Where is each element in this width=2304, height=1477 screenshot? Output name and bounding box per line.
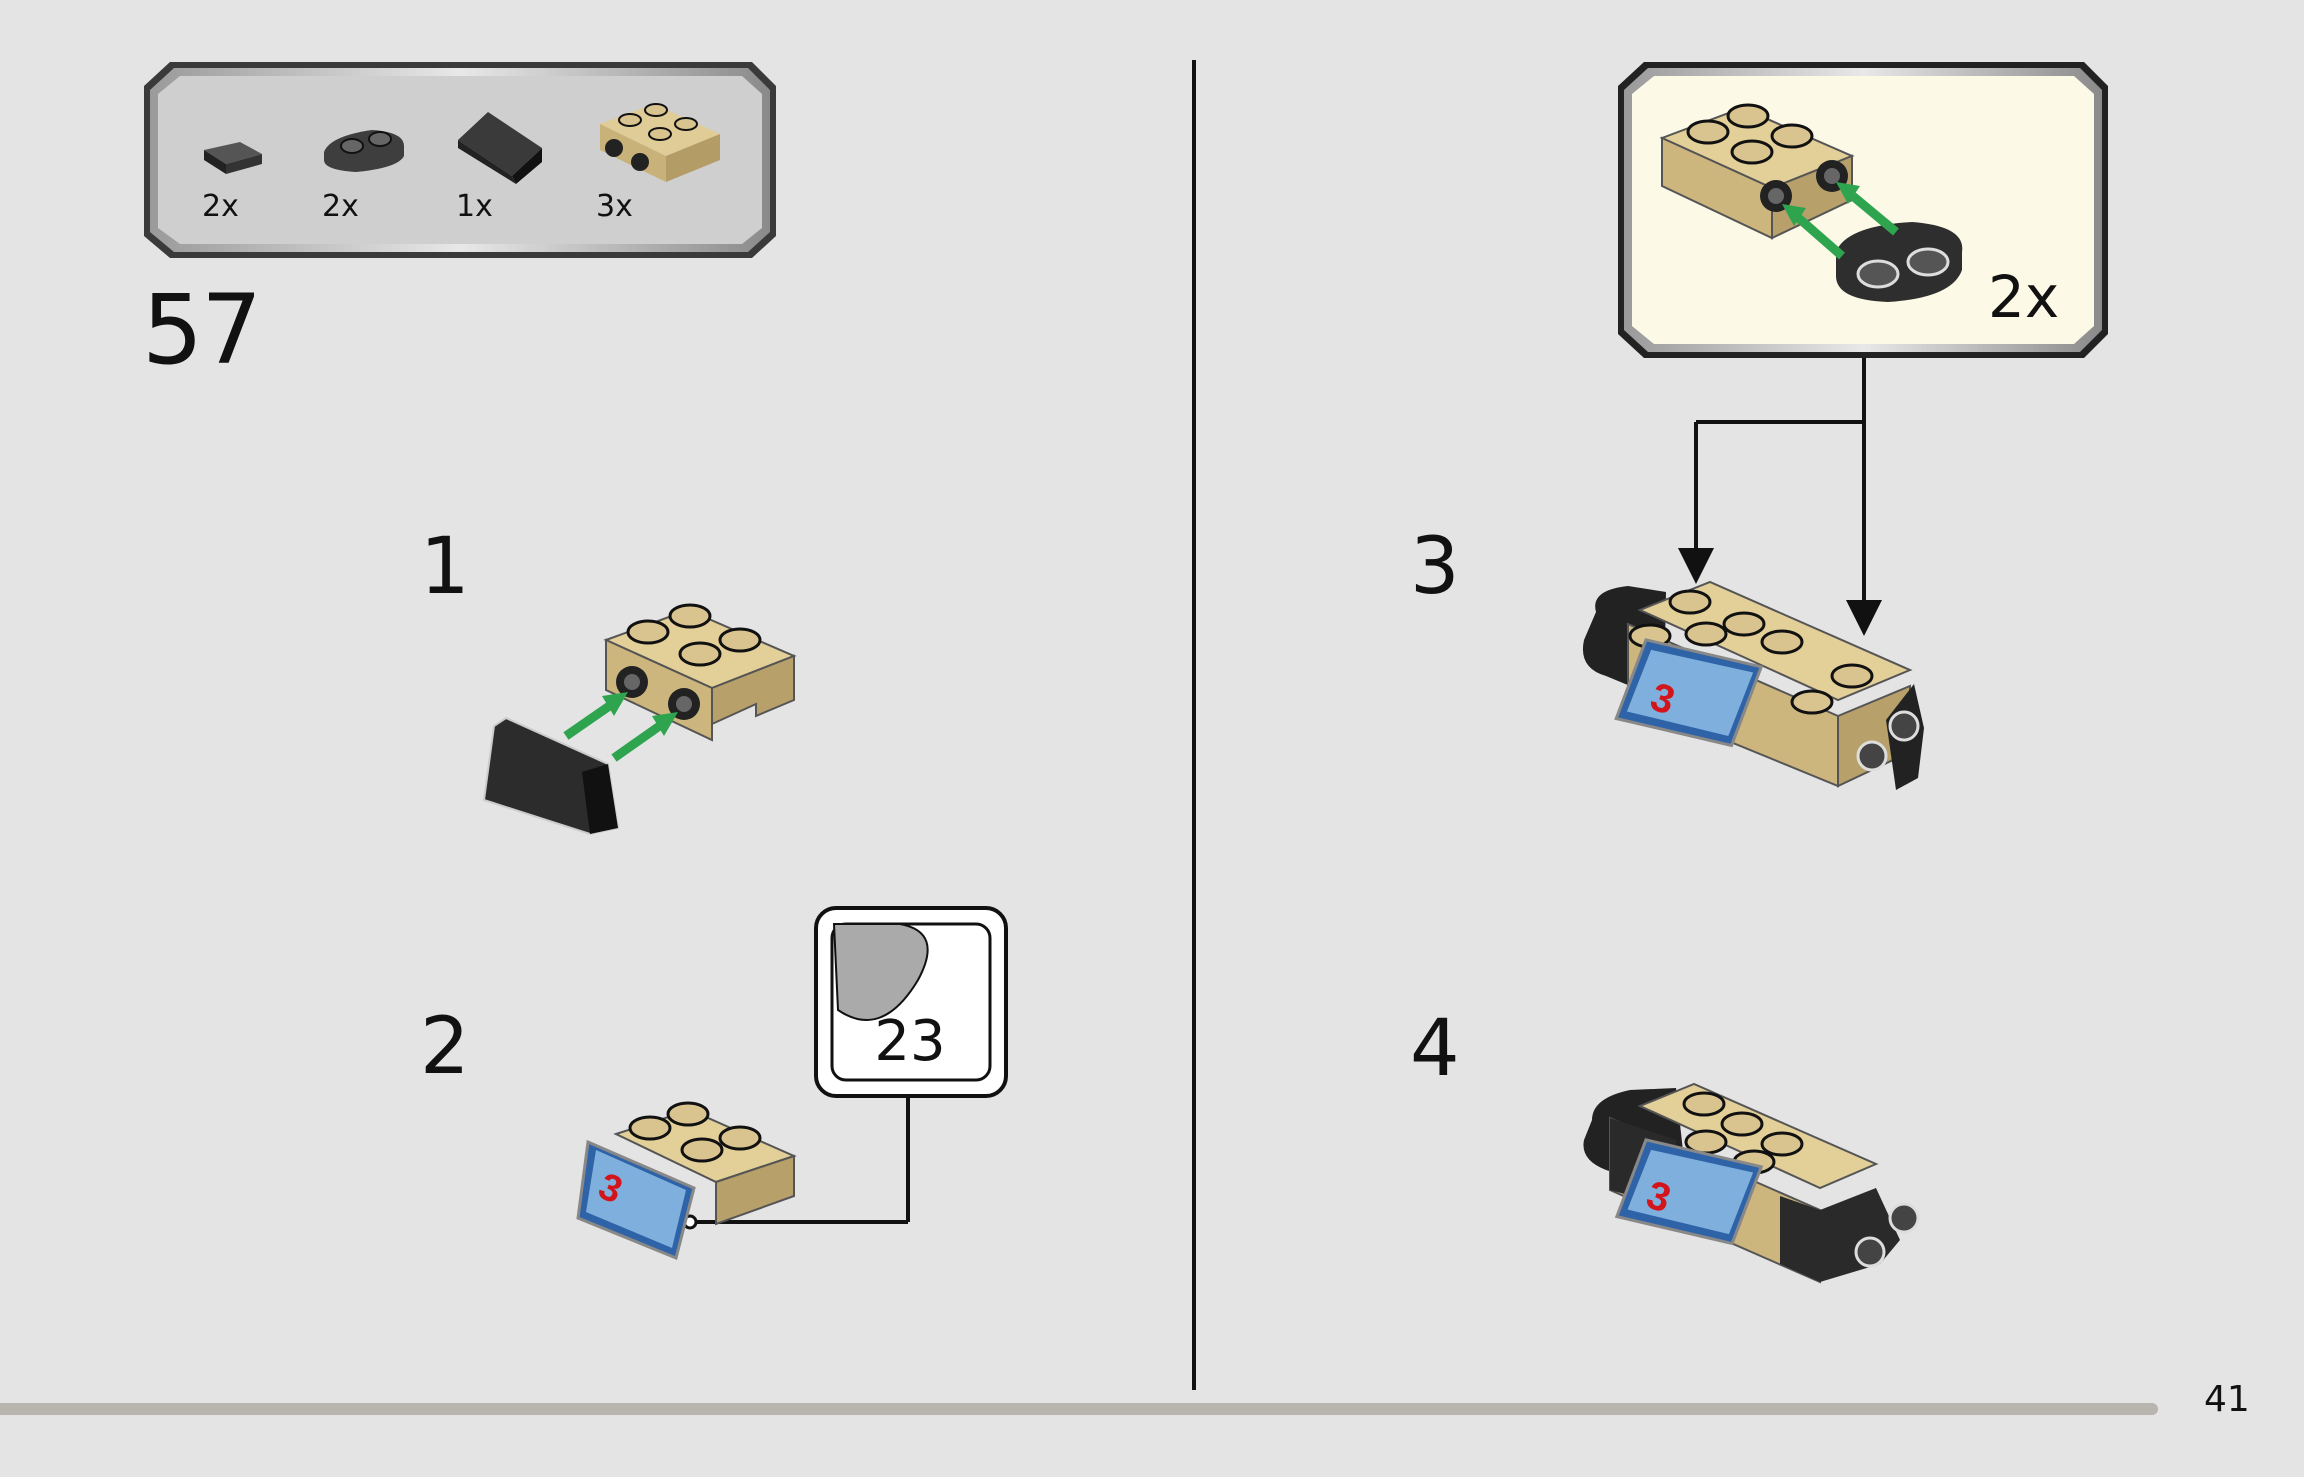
step-number: 57 — [142, 274, 262, 386]
sticker-number: 23 — [874, 1009, 946, 1074]
black-tile-1x1-icon — [204, 142, 262, 174]
substep-3-illustration: 3 — [1582, 580, 1924, 790]
callout-quantity: 2x — [1988, 263, 2060, 331]
dark-grey-plate-1x2-rounded-icon — [324, 130, 404, 172]
substep-1-illustration — [482, 603, 797, 836]
page-number: 41 — [2204, 1379, 2250, 1420]
part-qty-2: 2x — [322, 189, 359, 224]
substep-4-illustration: 3 — [1583, 1082, 1920, 1284]
parts-list-box — [144, 62, 776, 258]
assembly-callout — [1618, 62, 2108, 636]
black-slope-icon — [458, 112, 542, 184]
substep-number-2: 2 — [420, 1002, 470, 1092]
substep-2-illustration: 3 — [576, 1101, 797, 1261]
tan-plate-2x2-with-pins-icon — [600, 103, 720, 182]
substep-number-4: 4 — [1410, 1004, 1460, 1094]
substep-number-3: 3 — [1410, 522, 1460, 612]
sticker-callout — [682, 906, 1008, 1230]
part-qty-4: 3x — [596, 189, 633, 224]
part-qty-1: 2x — [202, 189, 239, 224]
substep-number-1: 1 — [420, 522, 470, 612]
part-qty-3: 1x — [456, 189, 493, 224]
